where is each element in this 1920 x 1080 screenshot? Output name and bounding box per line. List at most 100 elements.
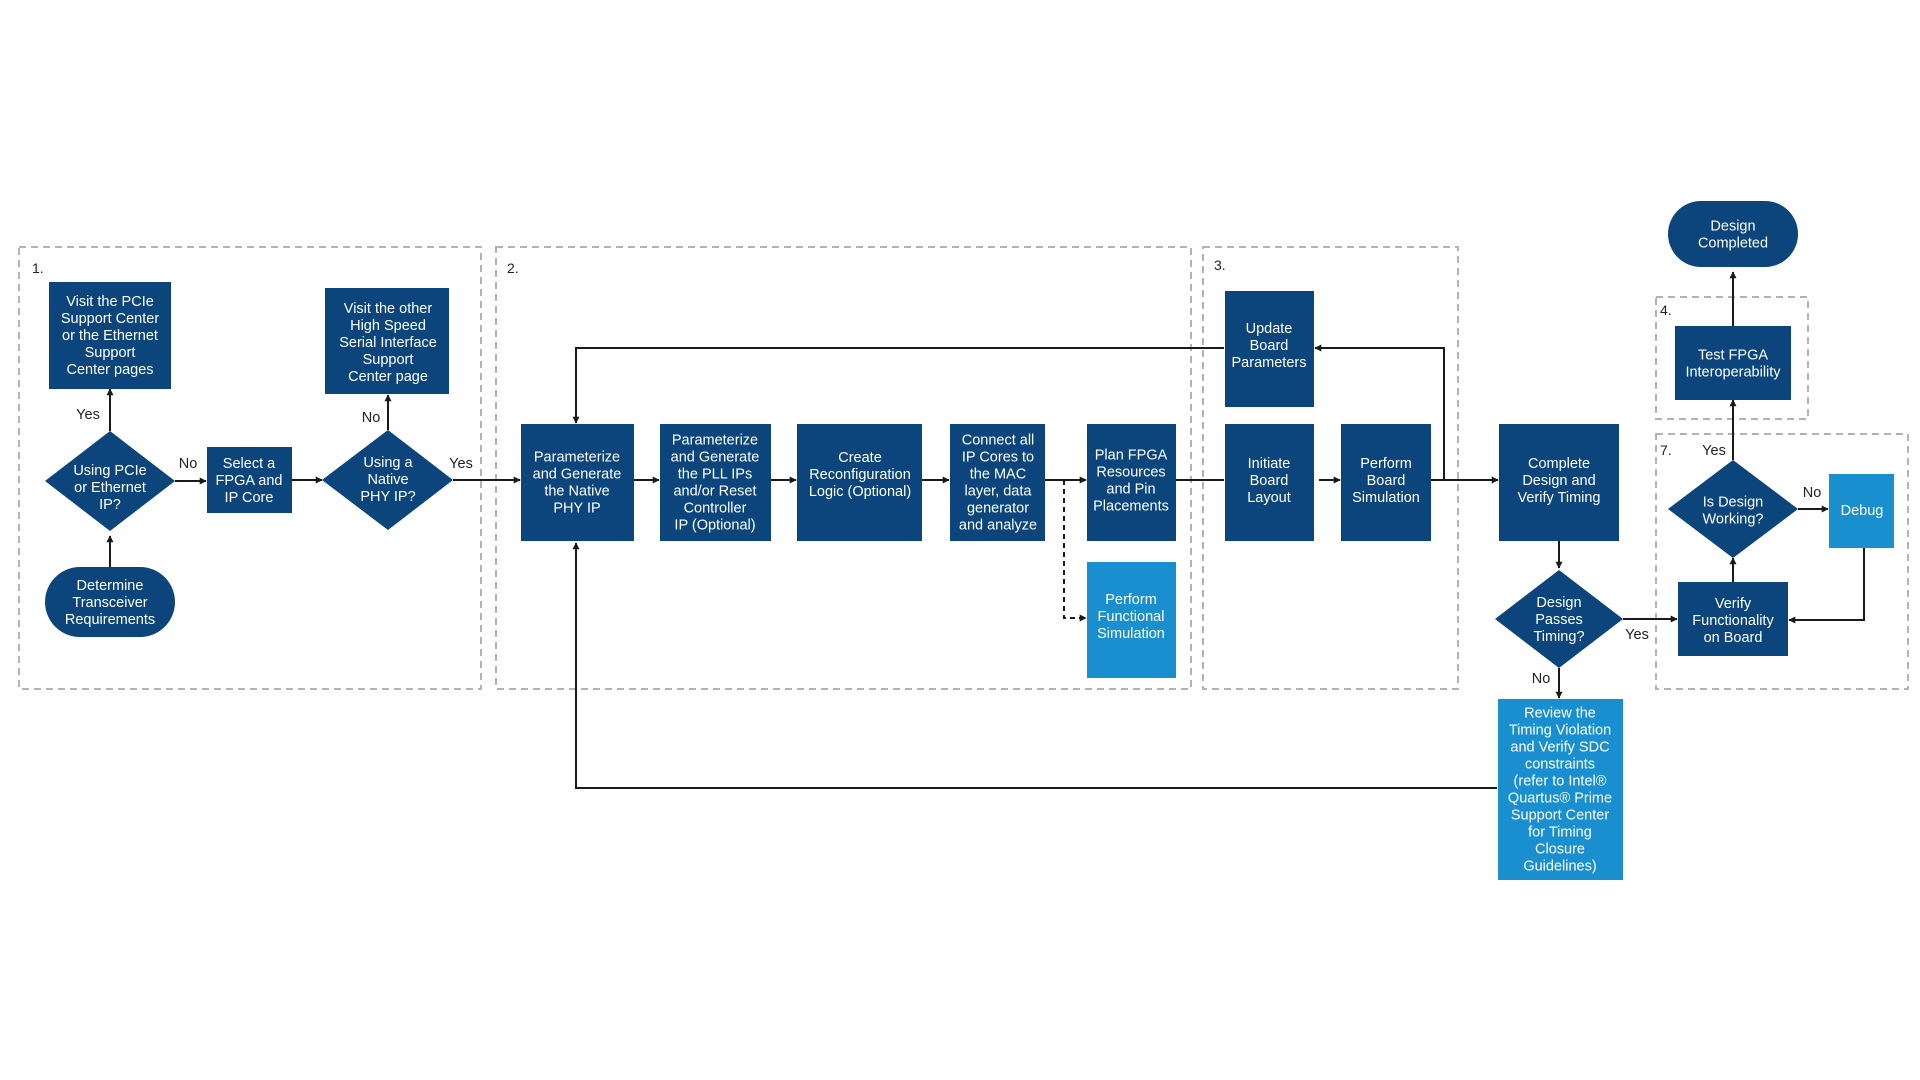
- node-label: Debug: [1841, 503, 1884, 519]
- node-label-line: or the Ethernet: [62, 328, 158, 344]
- node-label-line: Center page: [348, 369, 428, 385]
- edge-label-passes-no: No: [1532, 671, 1551, 687]
- node-label-line: Is Design: [1703, 495, 1763, 511]
- node-label-line: Board: [1367, 473, 1406, 489]
- node-label-line: Board: [1250, 338, 1289, 354]
- edge-label-working-no: No: [1803, 485, 1822, 501]
- node-label-line: Completed: [1698, 236, 1768, 252]
- edge-label-native-yes: Yes: [449, 456, 473, 472]
- node-label-line: Serial Interface: [339, 335, 437, 351]
- edge-label-pcie-no: No: [179, 456, 198, 472]
- node-label-line: Select a: [223, 456, 276, 472]
- node-label-line: and Verify SDC: [1510, 740, 1609, 756]
- edges: [106, 271, 1865, 789]
- node-label-line: Support Center: [61, 311, 160, 327]
- node-label-line: the MAC: [970, 467, 1026, 483]
- node-label-line: Parameterize: [534, 450, 620, 466]
- node-label-line: on Board: [1704, 630, 1763, 646]
- node-label-line: Timing Violation: [1509, 723, 1611, 739]
- node-label-line: Transceiver: [72, 595, 147, 611]
- node-label-line: Debug: [1841, 503, 1884, 519]
- node-label-line: Requirements: [65, 612, 155, 628]
- node-label-line: Passes: [1535, 612, 1583, 628]
- node-label-line: IP Cores to: [962, 450, 1034, 466]
- node-label-line: generator: [967, 501, 1029, 517]
- node-label-line: Create: [838, 450, 882, 466]
- node-label-line: FPGA and: [216, 473, 283, 489]
- node-label-line: (refer to Intel®: [1514, 774, 1607, 790]
- node-label-line: Placements: [1093, 499, 1169, 515]
- node-label-line: Plan FPGA: [1095, 448, 1168, 464]
- node-label-line: the PLL IPs: [678, 467, 752, 483]
- node-label-line: Initiate: [1248, 456, 1291, 472]
- node-label-line: Simulation: [1352, 490, 1420, 506]
- node-label-line: Quartus® Prime: [1508, 791, 1612, 807]
- node-label-line: Native: [367, 472, 408, 488]
- node-label-line: IP (Optional): [674, 518, 755, 534]
- node-label-line: Functional: [1098, 609, 1165, 625]
- node-label-line: IP Core: [225, 490, 274, 506]
- node-label-line: Perform: [1105, 592, 1157, 608]
- edge-to-update-board: [1314, 344, 1445, 480]
- node-label-line: Parameterize: [672, 433, 758, 449]
- edge-label-native-no: No: [362, 410, 381, 426]
- node-label-line: Update: [1246, 321, 1293, 337]
- node-label-line: Layout: [1247, 490, 1291, 506]
- node-label-line: Interoperability: [1685, 365, 1781, 381]
- node-label-line: and analyze: [959, 518, 1037, 534]
- node-label-line: the Native: [544, 484, 609, 500]
- group-2-label: 2.: [507, 260, 519, 276]
- node-label-line: and Generate: [533, 467, 622, 483]
- node-label-line: Design: [1536, 595, 1581, 611]
- edge-labels: Yes No No Yes Yes No Yes No: [76, 407, 1821, 687]
- node-label-line: Support: [363, 352, 414, 368]
- node-label-line: or Ethernet: [74, 480, 146, 496]
- edge-label-working-yes: Yes: [1702, 443, 1726, 459]
- edge-debug-to-verify: [1788, 548, 1865, 624]
- node-label-line: and Generate: [671, 450, 760, 466]
- edge-update-to-native: [572, 347, 1224, 424]
- node-label-line: Complete: [1528, 456, 1590, 472]
- node-label-line: Design and: [1522, 473, 1595, 489]
- node-label-line: PHY IP: [553, 501, 600, 517]
- node-label-line: and/or Reset: [673, 484, 756, 500]
- node-label-line: High Speed: [350, 318, 426, 334]
- group-2: 2.: [495, 246, 1192, 690]
- group-1-label: 1.: [32, 260, 44, 276]
- node-label-line: Logic (Optional): [809, 484, 911, 500]
- node-label-line: Verify: [1715, 596, 1752, 612]
- node-label-line: Visit the other: [344, 301, 433, 317]
- node-label-line: Test FPGA: [1698, 348, 1768, 364]
- node-debug: Debug: [1829, 474, 1894, 548]
- group-7-label: 7.: [1660, 442, 1672, 458]
- group-7: 7.: [1655, 433, 1909, 690]
- node-label-line: Closure: [1535, 842, 1585, 858]
- group-4-label: 4.: [1660, 302, 1672, 318]
- node-label-line: Using PCIe: [73, 463, 146, 479]
- node-label-line: Design: [1710, 219, 1755, 235]
